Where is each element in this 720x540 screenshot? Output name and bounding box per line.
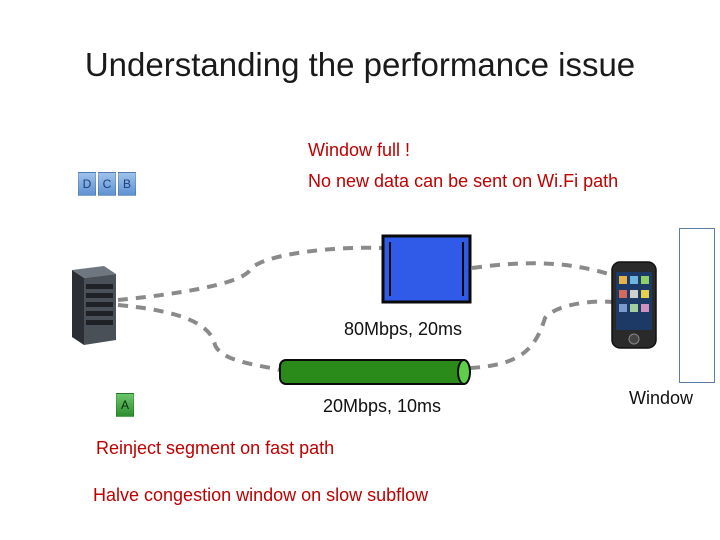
- wifi-path-right: [471, 261, 613, 277]
- fast-path-right: [469, 299, 613, 370]
- wifi-path-left: [117, 245, 383, 302]
- segment-c: C: [98, 172, 116, 196]
- receive-window-box: [679, 228, 715, 383]
- segment-d: D: [78, 172, 96, 196]
- server-icon: [72, 266, 116, 345]
- smartphone-icon: [611, 261, 657, 349]
- fast-path-left: [117, 303, 281, 372]
- fast-pipe: [279, 359, 471, 385]
- window-full-text: Window full !: [308, 140, 411, 160]
- halve-cwnd-text: Halve congestion window on slow subflow: [93, 485, 429, 505]
- fast-link-label: 20Mbps, 10ms: [323, 396, 442, 416]
- reinject-text: Reinject segment on fast path: [96, 438, 335, 458]
- no-new-data-text: No new data can be sent on Wi.Fi path: [308, 171, 619, 191]
- window-label: Window: [629, 388, 694, 408]
- wifi-pipe: [381, 234, 472, 304]
- segment-b: B: [118, 172, 136, 196]
- page-title: Understanding the performance issue: [84, 46, 636, 83]
- segment-a: A: [116, 393, 134, 417]
- wifi-link-label: 80Mbps, 20ms: [344, 319, 463, 339]
